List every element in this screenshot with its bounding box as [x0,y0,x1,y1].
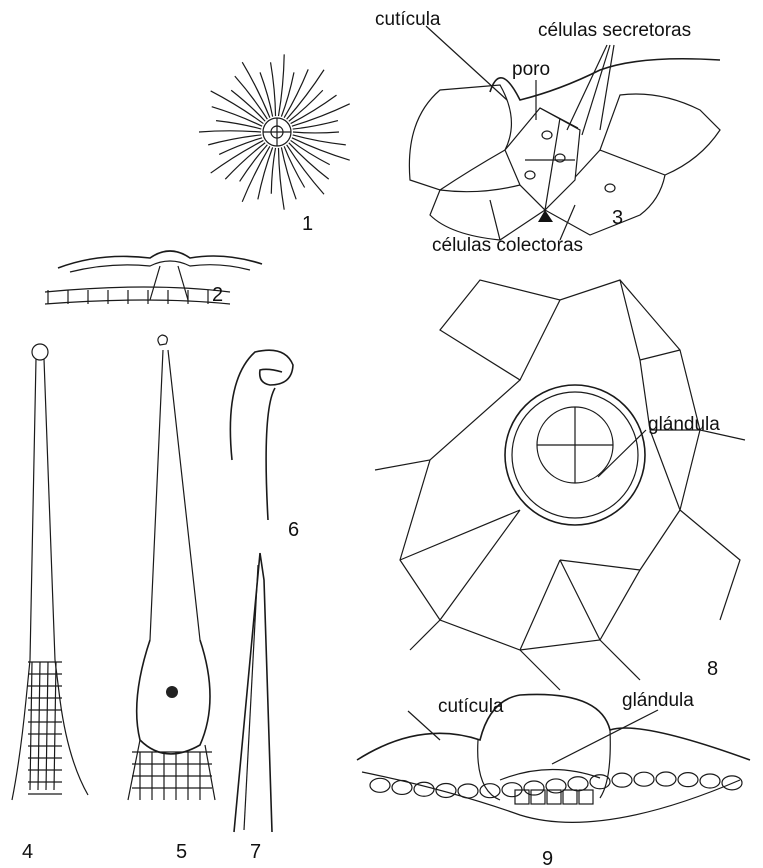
fig2-number: 2 [212,284,223,306]
scale-ray [211,91,264,124]
epidermal-cell [656,772,676,786]
fig9-gland-section [357,694,750,822]
epidermal-cell [524,781,544,795]
epidermal-cell [370,778,390,792]
label-poro: poro [512,59,550,80]
epidermal-cell [414,782,434,796]
fig4-trichome [12,344,88,800]
epidermal-cell [700,774,720,788]
epidermal-cell [458,784,478,798]
scale-ray [293,121,338,129]
cell-wall [30,662,32,790]
fig3-number: 3 [612,207,623,229]
epidermal-cell [480,784,500,798]
fig5-number: 5 [176,841,187,863]
fig6-number: 6 [288,519,299,541]
fig7-number: 7 [250,841,261,863]
epidermal-cell [634,772,654,786]
scale-ray [292,104,350,126]
label-cuticula-top: cutícula [375,9,441,30]
epidermal-cell [678,773,698,787]
scale-ray [293,132,339,133]
scale-ray [284,69,308,117]
epidermal-cell [612,773,632,787]
scale-ray [291,140,330,164]
label-glandula-mid: glándula [648,414,720,435]
fig2-scale-section [45,251,262,304]
fig6-hooked-tip [230,350,293,520]
label-glandula-bottom: glándula [622,690,694,711]
label-celulas-secretoras: células secretoras [538,20,691,41]
scale-ray [278,54,284,116]
epidermal-cell [568,777,588,791]
gland-cell [563,790,577,804]
scale-ray [242,146,270,202]
fig7-pointed-tip [234,553,272,832]
scale-ray [293,135,346,145]
gland-cell [579,790,593,804]
fig9-number: 9 [542,848,553,868]
cell-wall [38,662,40,790]
label-cuticula-bottom: cutícula [438,696,504,717]
scale-ray [211,140,264,173]
fig8-number: 8 [707,658,718,680]
fig8-gland-surface [375,280,745,690]
fig1-number: 1 [302,213,313,235]
label-celulas-colectoras: células colectoras [432,235,583,256]
fig5-glandular-trichome [128,335,215,800]
cell-wall [54,662,56,790]
epidermal-cell [392,780,412,794]
fig1-peltate-scale [199,54,350,209]
cell-wall [46,662,48,790]
fig3-secretory-structure [409,26,720,240]
scale-ray [271,148,275,194]
scale-ray [216,121,261,129]
fig4-number: 4 [22,841,33,863]
scale-ray [199,131,261,132]
